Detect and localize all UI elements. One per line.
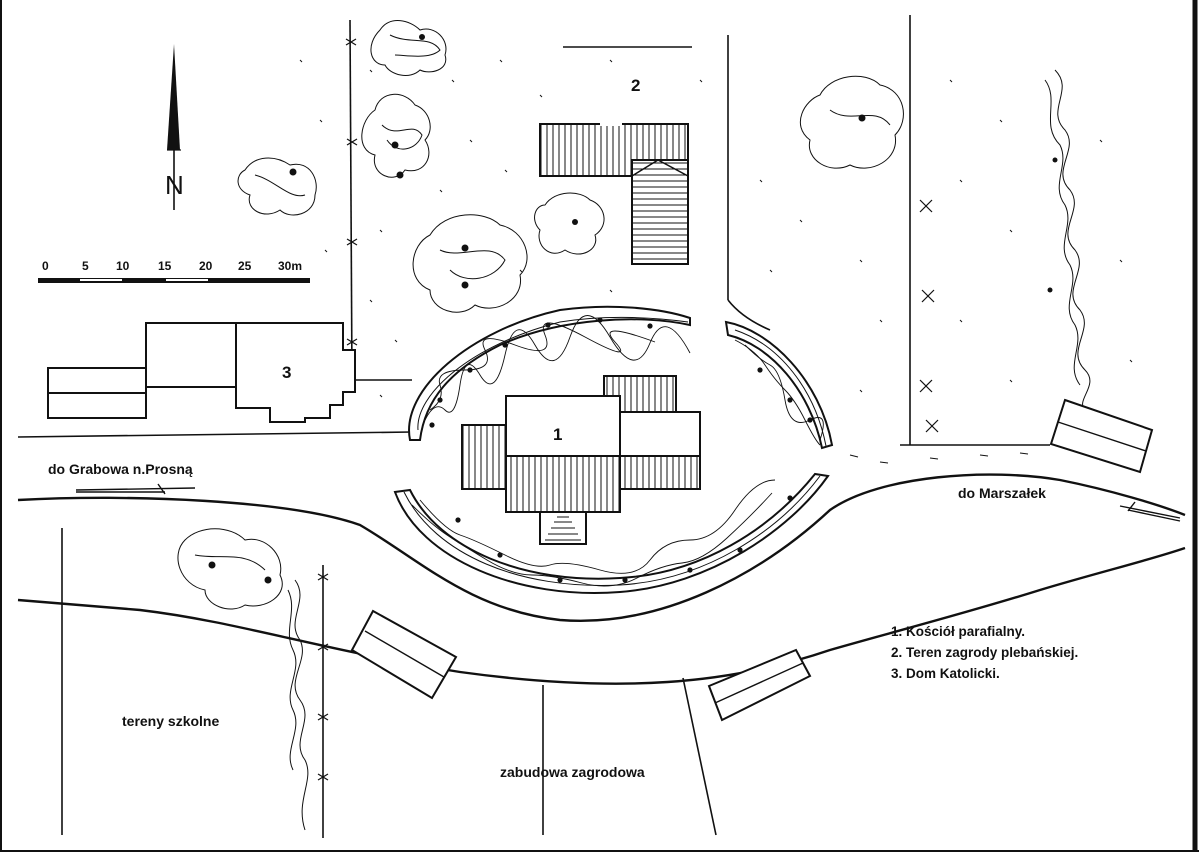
tree-1 [370, 20, 447, 76]
tree-3 [237, 157, 317, 216]
tree-4 [412, 214, 528, 313]
tree-trunk-dots [208, 34, 1058, 584]
tree-row-east [1044, 69, 1091, 411]
building-3-dom-katolicki [47, 322, 356, 423]
trees [177, 20, 1091, 831]
scale-bar: 0 5 10 15 20 25 30m [38, 259, 310, 283]
scale-tick-30m: 30m [278, 259, 302, 273]
parcel-boundaries [17, 15, 1050, 838]
building-2-parsonage [539, 117, 689, 265]
north-letter: N [165, 170, 184, 200]
hedge-shrubs [411, 315, 824, 587]
building-1-church [461, 375, 701, 545]
label-number-3: 3 [282, 363, 291, 382]
legend-item-1: 1. Kościół parafialny. [891, 624, 1025, 639]
fence-ticks-south [317, 573, 329, 781]
scale-tick-0: 0 [42, 259, 49, 273]
scale-tick-5: 5 [82, 259, 89, 273]
legend: 1. Kościół parafialny. 2. Teren zagrody … [891, 624, 1078, 681]
west-road-arrow [75, 483, 196, 495]
road-label-east: do Marszałek [958, 485, 1046, 501]
label-number-1: 1 [553, 425, 562, 444]
east-road-arrow [1119, 501, 1181, 522]
road-label-west: do Grabowa n.Prosną [48, 461, 193, 477]
north-arrow-icon [167, 44, 181, 210]
outbuilding-southwest [350, 609, 458, 700]
outbuilding-south [707, 648, 812, 722]
hedge-bed-south [393, 472, 830, 594]
tree-7 [177, 528, 283, 610]
scale-tick-15: 15 [158, 259, 172, 273]
tree-5 [534, 192, 605, 255]
grass-stipple [299, 59, 1133, 464]
hedge-dots [429, 317, 813, 583]
scale-tick-20: 20 [199, 259, 213, 273]
legend-item-2: 2. Teren zagrody plebańskiej. [891, 645, 1078, 660]
scale-tick-10: 10 [116, 259, 130, 273]
label-number-2: 2 [631, 76, 640, 95]
scale-tick-25: 25 [238, 259, 252, 273]
outbuilding-east [1049, 398, 1154, 474]
fence-ticks-west [345, 38, 358, 346]
area-label-farm: zabudowa zagrodowa [500, 764, 645, 780]
tree-2 [361, 93, 431, 178]
area-label-school: tereny szkolne [122, 713, 219, 729]
legend-item-3: 3. Dom Katolicki. [891, 666, 1000, 681]
tree-row-south [287, 579, 309, 831]
fence-ticks-east [919, 199, 939, 433]
